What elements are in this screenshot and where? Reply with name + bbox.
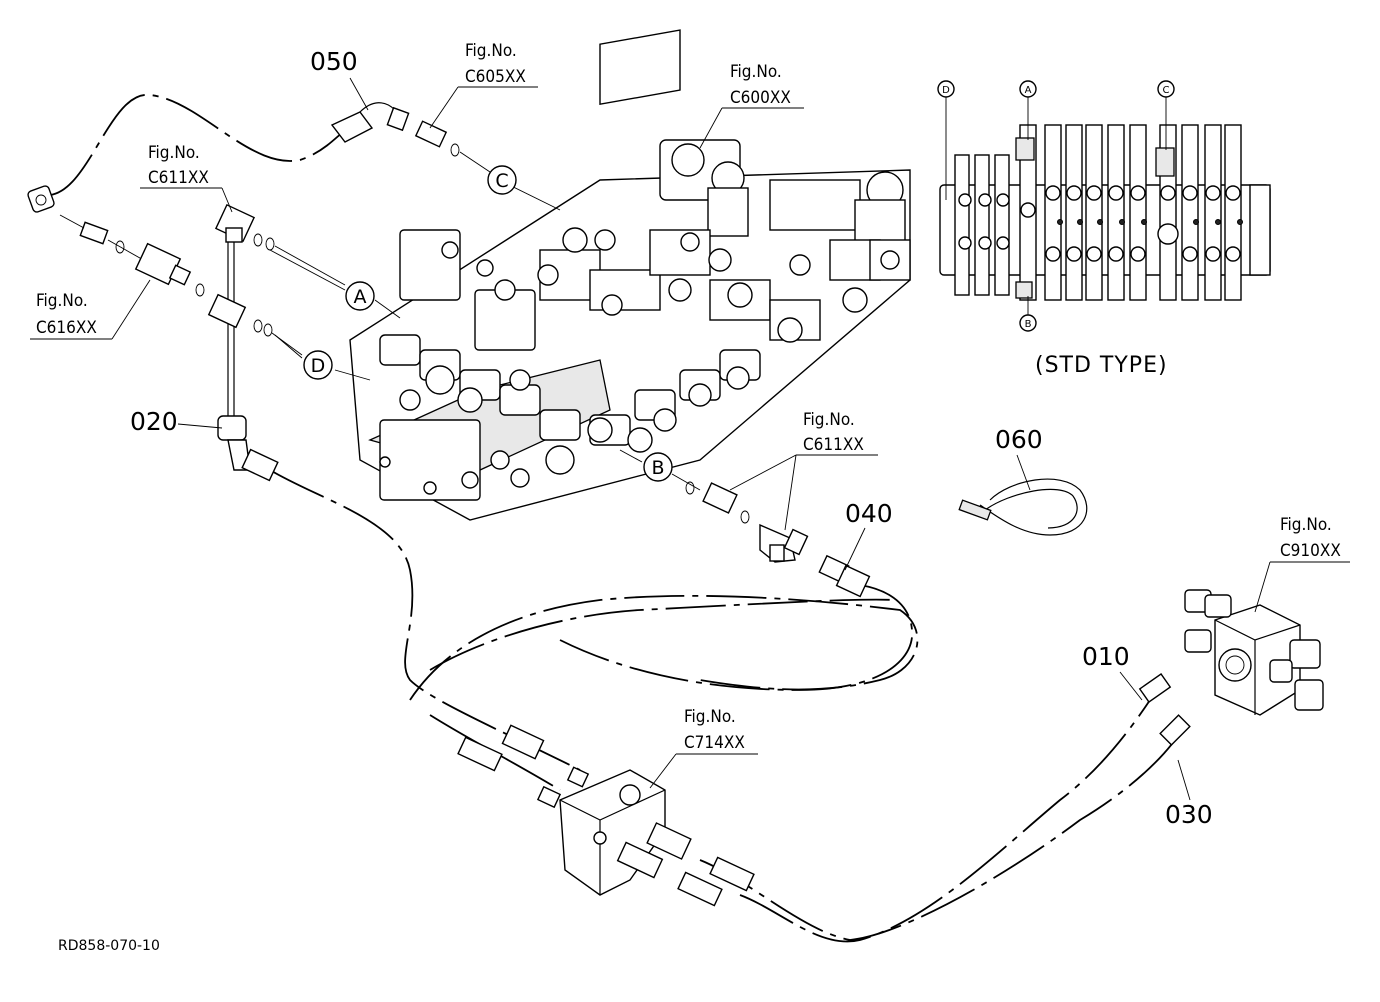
c910-unit xyxy=(1138,589,1324,746)
fig-label-c611-mid: Fig.No. xyxy=(803,410,855,430)
marker-b: B xyxy=(651,457,664,479)
cable-tie-060 xyxy=(958,478,1088,536)
part-number-020: 020 xyxy=(130,407,178,436)
c714-block xyxy=(457,724,755,907)
inset-label-d: D xyxy=(942,85,950,96)
fig-label-c605: Fig.No. xyxy=(465,41,517,61)
inset-label-a: A xyxy=(1025,85,1032,96)
fig-label-c910: Fig.No. xyxy=(1280,515,1332,535)
std-type-inset: D A C B (STD TYPE) xyxy=(937,80,1271,378)
top-fittings xyxy=(330,102,491,173)
fig-number-c616: C616XX xyxy=(36,318,97,338)
connection-markers: C A D B xyxy=(303,165,673,482)
fig-label-c714: Fig.No. xyxy=(684,707,736,727)
fig-label-c611-top: Fig.No. xyxy=(148,143,200,163)
fig-number-c611-mid: C611XX xyxy=(803,435,864,455)
part-number-030: 030 xyxy=(1165,800,1213,829)
part-numbers: 050 020 040 060 010 030 xyxy=(130,47,1213,829)
inset-label-b: B xyxy=(1025,319,1032,330)
fig-number-c605: C605XX xyxy=(465,67,526,87)
marker-d: D xyxy=(311,355,326,377)
inset-label-c: C xyxy=(1163,85,1170,96)
left-fittings xyxy=(27,185,346,482)
fig-label-c600: Fig.No. xyxy=(730,62,782,82)
fig-number-c910: C910XX xyxy=(1280,541,1341,561)
b-port-fittings xyxy=(671,473,871,598)
part-number-060: 060 xyxy=(995,425,1043,454)
std-type-label: (STD TYPE) xyxy=(1035,353,1168,378)
marker-c: C xyxy=(495,170,508,192)
valve-sections xyxy=(379,29,911,501)
fig-number-c714: C714XX xyxy=(684,733,745,753)
drawing-reference: RD858-070-10 xyxy=(58,938,160,954)
part-number-050: 050 xyxy=(310,47,358,76)
control-valve-assembly xyxy=(269,29,911,521)
fig-references: Fig.No. C605XX Fig.No. C600XX Fig.No. C6… xyxy=(30,41,1350,789)
part-number-040: 040 xyxy=(845,499,893,528)
marker-a: A xyxy=(354,286,367,308)
fig-label-c616: Fig.No. xyxy=(36,291,88,311)
fig-number-c611-top: C611XX xyxy=(148,168,209,188)
fig-number-c600: C600XX xyxy=(730,88,791,108)
part-number-010: 010 xyxy=(1082,642,1130,671)
hose-lines xyxy=(49,94,1176,943)
